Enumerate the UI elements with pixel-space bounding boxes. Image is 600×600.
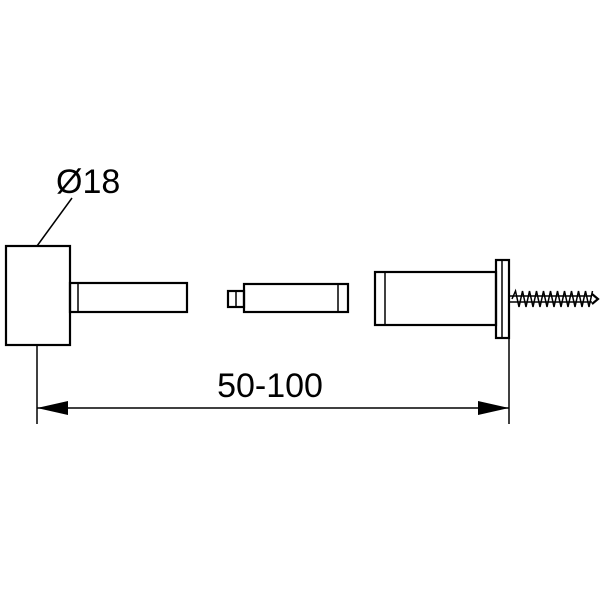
rosette-cap bbox=[4, 244, 72, 347]
extension-piece bbox=[226, 282, 350, 314]
screw-thread bbox=[511, 288, 594, 308]
wall-screw bbox=[509, 288, 600, 308]
diameter-leader-line bbox=[36, 197, 73, 247]
dimension-arrow-right bbox=[478, 401, 509, 415]
diameter-label: Ø18 bbox=[56, 163, 120, 201]
rosette-cap-with-shaft bbox=[4, 244, 189, 347]
dimension-arrow-left bbox=[37, 401, 68, 415]
wall-sleeve bbox=[373, 270, 498, 327]
screw-tip bbox=[591, 293, 600, 305]
wall-sleeve-with-screw bbox=[373, 258, 600, 340]
length-label: 50-100 bbox=[217, 367, 323, 405]
cap-shaft bbox=[68, 281, 189, 314]
diameter-callout: Ø18 bbox=[36, 163, 120, 247]
length-dimension: 50-100 bbox=[36, 338, 510, 424]
wall-flange bbox=[494, 258, 511, 340]
extension-body bbox=[242, 282, 350, 314]
